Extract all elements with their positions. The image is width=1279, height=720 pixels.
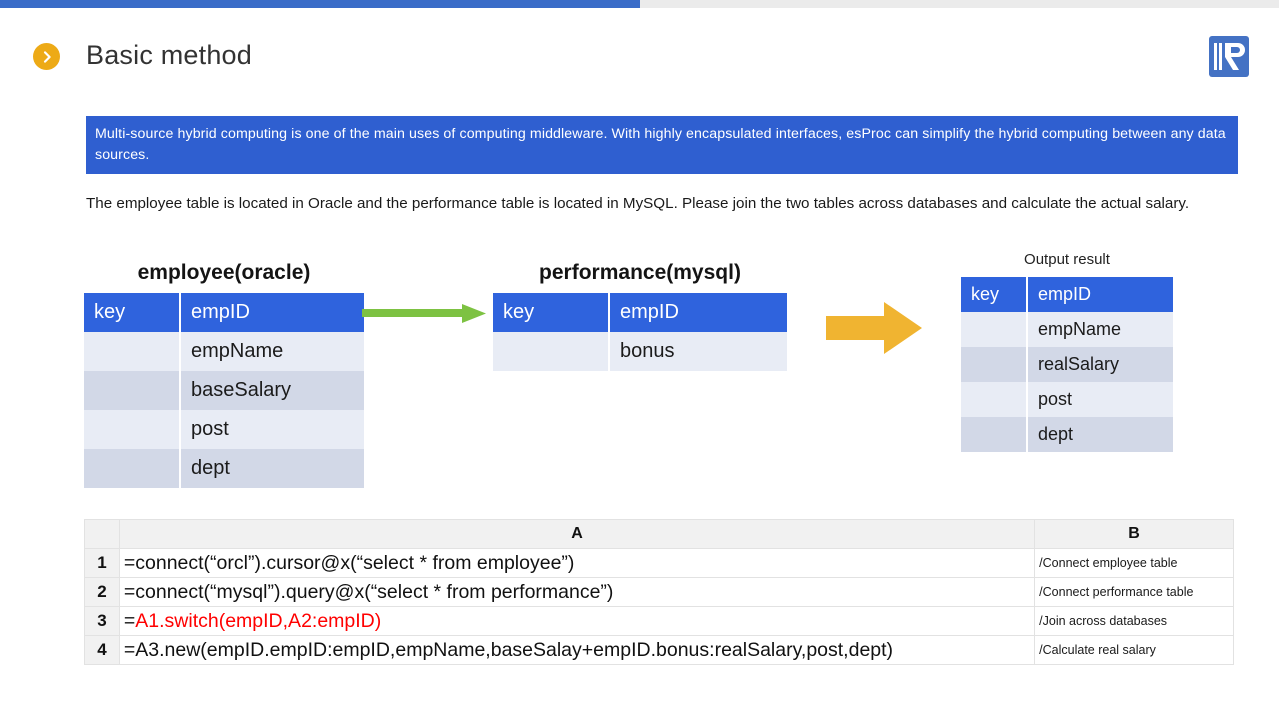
output-schema-table: key empID empName realSalary post dept: [961, 277, 1173, 452]
code-grid-column-a-header: A: [118, 519, 1036, 549]
table-row: empName: [961, 312, 1173, 347]
page-title: Basic method: [86, 40, 252, 70]
code-row-number[interactable]: 3: [84, 606, 120, 636]
green-right-arrow-icon: [362, 303, 490, 330]
performance-field-header: empID: [609, 293, 787, 332]
code-cell-a3-prefix: =: [123, 609, 136, 632]
output-key-cell: [961, 417, 1028, 452]
performance-schema-table: key empID bonus: [493, 293, 787, 371]
output-key-cell: [961, 382, 1028, 417]
employee-key-cell: [84, 332, 181, 371]
table-row: 2 =connect(“mysql”).query@x(“select * fr…: [84, 577, 1234, 607]
code-cell-b2[interactable]: /Connect performance table: [1034, 577, 1234, 607]
callout-banner: Multi-source hybrid computing is one of …: [86, 116, 1238, 174]
progress-bar-track: [0, 0, 1279, 8]
callout-text: Multi-source hybrid computing is one of …: [95, 126, 1226, 163]
code-row-number[interactable]: 4: [84, 635, 120, 665]
performance-key-header: key: [493, 293, 610, 332]
code-grid-header-row: A B: [84, 519, 1234, 549]
code-cell-a3[interactable]: =A1.switch(empID,A2:empID): [118, 606, 1036, 636]
performance-key-cell: [493, 332, 610, 371]
code-cell-b1[interactable]: /Connect employee table: [1034, 548, 1234, 578]
employee-key-header: key: [84, 293, 181, 332]
output-field-header: empID: [1027, 277, 1173, 312]
code-grid: A B 1 =connect(“orcl”).cursor@x(“select …: [84, 519, 1234, 665]
chevron-right-icon: [33, 43, 60, 70]
table-row: bonus: [493, 332, 787, 371]
table-row: realSalary: [961, 347, 1173, 382]
table-row: key empID: [493, 293, 787, 332]
code-cell-a4[interactable]: =A3.new(empID.empID:empID,empName,baseSa…: [118, 635, 1036, 665]
employee-key-cell: [84, 371, 181, 410]
employee-table-title: employee(oracle): [137, 261, 311, 284]
table-row: dept: [961, 417, 1173, 452]
code-cell-a3-body: A1.switch(empID,A2:empID): [135, 609, 382, 632]
table-row: post: [961, 382, 1173, 417]
orange-block-right-arrow-icon: [826, 298, 924, 363]
code-cell-a2[interactable]: =connect(“mysql”).query@x(“select * from…: [118, 577, 1036, 607]
table-row: 1 =connect(“orcl”).cursor@x(“select * fr…: [84, 548, 1234, 578]
code-cell-a1[interactable]: =connect(“orcl”).cursor@x(“select * from…: [118, 548, 1036, 578]
output-result-title: Output result: [1024, 251, 1110, 268]
output-key-cell: [961, 312, 1028, 347]
table-row: empName: [84, 332, 364, 371]
employee-field-cell: dept: [180, 449, 364, 488]
performance-field-cell: bonus: [609, 332, 787, 371]
code-cell-b4[interactable]: /Calculate real salary: [1034, 635, 1234, 665]
table-row: post: [84, 410, 364, 449]
output-field-cell: dept: [1027, 417, 1173, 452]
output-key-header: key: [961, 277, 1028, 312]
code-grid-corner-header: [84, 519, 120, 549]
progress-bar-fill: [0, 0, 640, 8]
intro-paragraph: The employee table is located in Oracle …: [86, 195, 1190, 212]
employee-field-cell: empName: [180, 332, 364, 371]
table-row: 4 =A3.new(empID.empID:empID,empName,base…: [84, 635, 1234, 665]
code-row-number[interactable]: 1: [84, 548, 120, 578]
code-grid-column-b-header: B: [1034, 519, 1234, 549]
performance-table-title: performance(mysql): [539, 261, 741, 284]
code-row-number[interactable]: 2: [84, 577, 120, 607]
table-row: key empID: [961, 277, 1173, 312]
employee-schema-table: key empID empName baseSalary post dept: [84, 293, 364, 488]
employee-field-header: empID: [180, 293, 364, 332]
employee-key-cell: [84, 410, 181, 449]
code-cell-b3[interactable]: /Join across databases: [1034, 606, 1234, 636]
output-field-cell: realSalary: [1027, 347, 1173, 382]
employee-field-cell: baseSalary: [180, 371, 364, 410]
output-field-cell: post: [1027, 382, 1173, 417]
employee-key-cell: [84, 449, 181, 488]
table-row: dept: [84, 449, 364, 488]
employee-field-cell: post: [180, 410, 364, 449]
table-row: key empID: [84, 293, 364, 332]
raqsoft-logo-icon: [1209, 36, 1249, 77]
output-key-cell: [961, 347, 1028, 382]
table-row: 3 =A1.switch(empID,A2:empID) /Join acros…: [84, 606, 1234, 636]
output-field-cell: empName: [1027, 312, 1173, 347]
table-row: baseSalary: [84, 371, 364, 410]
